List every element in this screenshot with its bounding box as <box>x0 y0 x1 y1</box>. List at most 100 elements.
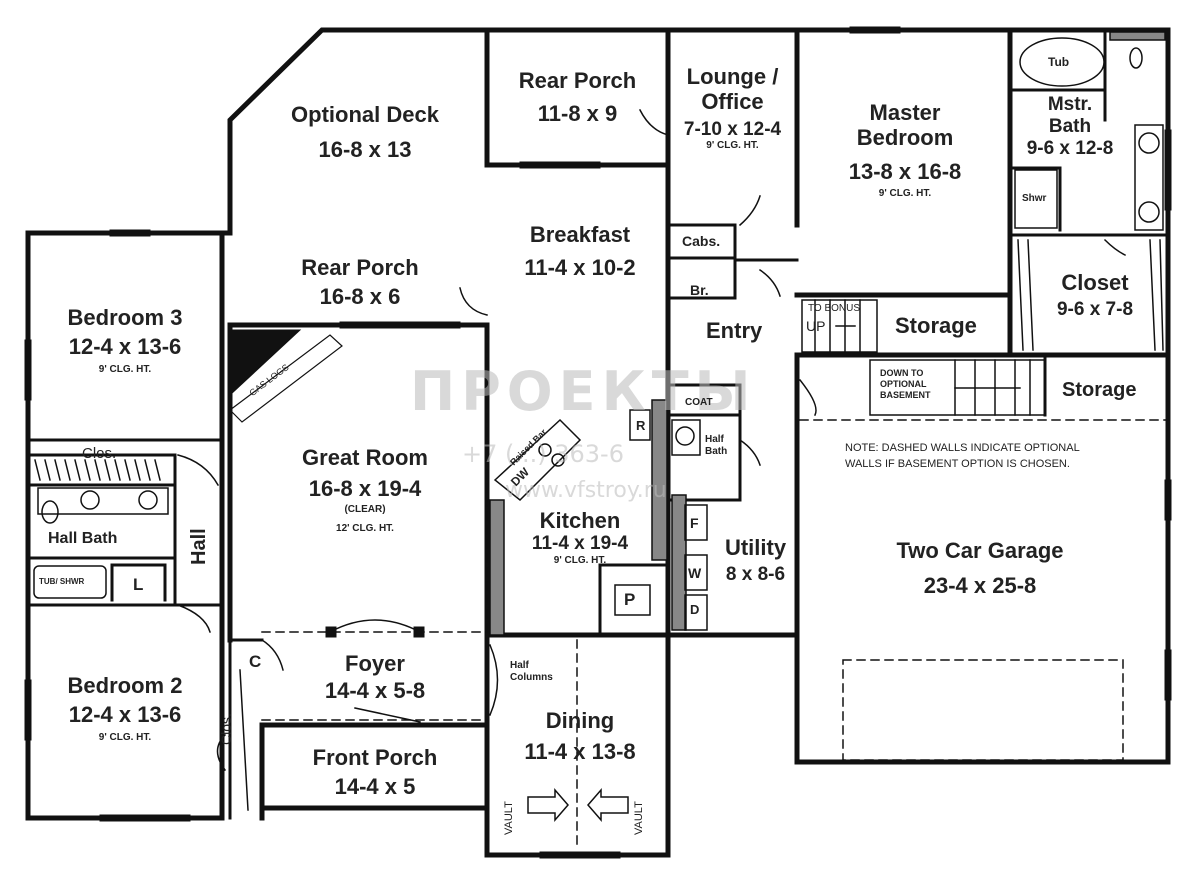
room-name-2: Bath <box>1048 115 1092 137</box>
ceiling-height: 9' CLG. HT. <box>553 555 607 567</box>
label-clos-top: Clos. <box>82 445 117 462</box>
label-cabs: Cabs. <box>682 233 721 249</box>
room-name: Master <box>869 100 941 125</box>
ceiling-height: 12' CLG. HT. <box>336 523 394 535</box>
label-entry: Entry <box>706 318 763 343</box>
label-w: W <box>688 565 702 581</box>
room-bedroom-2: Bedroom 2 12-4 x 13-6 9' CLG. HT. <box>35 673 215 743</box>
label-tub-shwr: TUB/ SHWR <box>39 577 85 586</box>
windows <box>24 26 1172 859</box>
label-storage-2: Storage <box>1062 379 1137 401</box>
room-dims: 14-4 x 5 <box>334 774 416 800</box>
basement-note: NOTE: DASHED WALLS INDICATE OPTIONAL WAL… <box>845 441 1080 473</box>
room-kitchen: Kitchen 11-4 x 19-4 9' CLG. HT. <box>510 508 650 567</box>
label-f: F <box>690 515 699 531</box>
room-dims: 12-4 x 13-6 <box>68 702 182 728</box>
room-rear-porch-top: Rear Porch 11-8 x 9 <box>495 68 660 127</box>
ceiling-height: 9' CLG. HT. <box>98 731 152 743</box>
room-bedroom-3: Bedroom 3 12-4 x 13-6 9' CLG. HT. <box>35 305 215 375</box>
room-name-2: Office <box>701 89 764 115</box>
room-dims: 14-4 x 5-8 <box>324 678 426 704</box>
stairs <box>801 299 1046 416</box>
note-line-2: WALLS IF BASEMENT OPTION IS CHOSEN. <box>845 457 1070 470</box>
room-name: Utility <box>724 535 787 560</box>
room-name: Closet <box>1061 270 1129 295</box>
room-lounge-office: Lounge / Office 7-10 x 12-4 9' CLG. HT. <box>670 64 795 152</box>
room-dims: 11-4 x 10-2 <box>524 255 636 281</box>
vault-arrows <box>527 787 629 823</box>
room-name-2: Bedroom <box>856 125 954 151</box>
room-name: Front Porch <box>312 745 438 770</box>
label-half-columns-2: Columns <box>510 672 553 683</box>
room-name: Bedroom 2 <box>67 673 183 698</box>
label-d: D <box>690 602 700 617</box>
label-hall: Hall <box>188 528 210 565</box>
room-rear-porch-left: Rear Porch 16-8 x 6 <box>255 255 465 310</box>
room-great-room: Great Room 16-8 x 19-4 (CLEAR) 12' CLG. … <box>260 445 470 535</box>
room-name: Optional Deck <box>291 102 439 127</box>
room-master-bedroom: Master Bedroom 13-8 x 16-8 9' CLG. HT. <box>810 100 1000 199</box>
fireplace <box>229 329 302 397</box>
room-utility: Utility 8 x 8-6 <box>708 535 803 586</box>
label-clos-side: Clos. <box>218 713 234 745</box>
label-vault-left: VAULT <box>503 801 515 835</box>
label-down-to-1: DOWN TO <box>880 368 924 378</box>
label-down-to-3: BASEMENT <box>880 389 931 400</box>
door-swings <box>177 108 1127 772</box>
watermark-logo: ПРОЕКТЫ <box>410 360 757 423</box>
room-name: Mstr. <box>1047 94 1093 115</box>
room-name: Breakfast <box>529 222 631 247</box>
room-name: Kitchen <box>539 508 621 533</box>
room-dims: 16-8 x 19-4 <box>308 476 422 502</box>
label-p: P <box>624 590 636 609</box>
room-dims: 7-10 x 12-4 <box>683 118 782 140</box>
note-line-1: NOTE: DASHED WALLS INDICATE OPTIONAL <box>845 442 1080 454</box>
room-closet: Closet 9-6 x 7-8 <box>1030 270 1160 321</box>
label-storage-1: Storage <box>895 313 977 338</box>
room-front-porch: Front Porch 14-4 x 5 <box>275 745 475 800</box>
label-br: Br. <box>690 282 709 298</box>
label-half-columns-1: Half <box>510 660 529 671</box>
room-dims: 23-4 x 25-8 <box>923 573 1037 599</box>
room-dims: 16-8 x 6 <box>319 284 401 310</box>
column <box>325 626 337 638</box>
label-vault-right: VAULT <box>633 801 645 835</box>
room-foyer: Foyer 14-4 x 5-8 <box>280 651 470 704</box>
room-clear: (CLEAR) <box>344 503 386 515</box>
room-dims: 11-4 x 13-8 <box>524 739 636 765</box>
room-dims: 12-4 x 13-6 <box>68 334 182 360</box>
room-master-bath: Mstr. Bath 9-6 x 12-8 <box>1020 94 1120 160</box>
label-c: C <box>249 652 262 671</box>
ceiling-height: 9' CLG. HT. <box>706 140 759 152</box>
label-l: L <box>133 575 144 594</box>
room-optional-deck: Optional Deck 16-8 x 13 <box>250 102 480 163</box>
label-to-bonus: TO BONUS <box>808 303 861 314</box>
room-dims: 16-8 x 13 <box>318 137 412 163</box>
garage-door <box>842 659 1124 761</box>
label-down-to-2: OPTIONAL <box>880 378 927 389</box>
room-dims: 8 x 8-6 <box>725 564 786 586</box>
room-name: Great Room <box>302 445 428 470</box>
label-coat: COAT <box>685 397 713 408</box>
column <box>413 626 425 638</box>
room-name: Dining <box>545 708 615 733</box>
room-dims: 11-4 x 19-4 <box>531 533 629 555</box>
watermark-phone: +7 (...) 363-6 <box>462 440 624 468</box>
label-half-columns: Half Columns <box>510 660 553 684</box>
optional-walls <box>261 329 1166 851</box>
ceiling-height: 9' CLG. HT. <box>878 187 932 199</box>
room-dims: 13-8 x 16-8 <box>848 158 962 184</box>
closet-rods <box>34 239 1164 811</box>
label-up: UP <box>806 318 826 334</box>
label-half-bath: Half Bath <box>705 434 728 457</box>
room-breakfast: Breakfast 11-4 x 10-2 <box>495 222 665 281</box>
interior-walls <box>26 28 1170 820</box>
room-name: Bedroom 3 <box>67 305 183 330</box>
room-dining: Dining 11-4 x 13-8 <box>495 708 665 765</box>
room-dims: 9-6 x 7-8 <box>1056 299 1134 321</box>
label-r: R <box>636 418 646 433</box>
fixtures <box>33 31 1166 636</box>
label-shwr: Shwr <box>1022 193 1047 204</box>
watermark-url: www.vfstroy.ru <box>505 478 667 503</box>
